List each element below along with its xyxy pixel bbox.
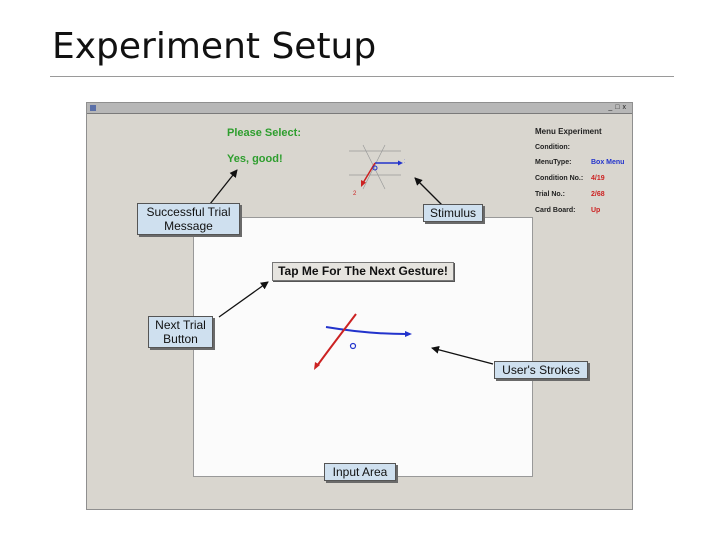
user-red-arrowhead xyxy=(314,362,320,370)
next-gesture-button[interactable]: Tap Me For The Next Gesture! xyxy=(272,262,454,281)
info-row-condition-no: Condition No.: 4/19 xyxy=(535,175,631,184)
info-key: Trial No.: xyxy=(535,191,565,198)
stimulus-guide-line xyxy=(362,144,386,190)
user-origin-dot xyxy=(349,342,357,350)
callout-successful-trial: Successful Trial Message xyxy=(137,203,240,235)
info-heading: Menu Experiment xyxy=(535,127,602,136)
callout-stimulus: Stimulus xyxy=(423,204,483,222)
stimulus-red-stroke xyxy=(362,162,376,184)
user-blue-arrowhead xyxy=(405,331,412,337)
arrow-to-next-button xyxy=(218,281,269,318)
window-titlebar: _□x xyxy=(87,103,632,114)
info-row-card-board: Card Board: Up xyxy=(535,207,631,216)
stimulus-figure: 1 2 xyxy=(349,144,405,197)
slide-title: Experiment Setup xyxy=(52,26,377,67)
info-value: Up xyxy=(591,207,601,214)
experiment-info-panel: Menu Experiment Condition: MenuType: Box… xyxy=(535,127,631,223)
title-divider xyxy=(50,76,674,77)
user-red-stroke xyxy=(316,313,357,367)
user-blue-stroke xyxy=(325,326,407,335)
condition-label: Condition: xyxy=(535,144,570,151)
info-row-menu-type: MenuType: Box Menu xyxy=(535,159,631,168)
callout-users-strokes: User's Strokes xyxy=(494,361,588,379)
info-value: 2/68 xyxy=(591,191,605,198)
app-window: _□x Please Select: Yes, good! 1 2 Menu E… xyxy=(86,102,633,510)
arrow-to-user-strokes xyxy=(431,345,494,365)
stimulus-red-arrowhead xyxy=(361,180,366,187)
arrow-to-success-message xyxy=(209,169,238,205)
info-value: 4/19 xyxy=(591,175,605,182)
callout-next-trial: Next Trial Button xyxy=(148,316,213,348)
minimize-icon[interactable]: _ xyxy=(608,104,616,111)
close-icon[interactable]: x xyxy=(622,104,629,111)
info-key: Condition No.: xyxy=(535,175,584,182)
maximize-icon[interactable]: □ xyxy=(615,104,623,111)
info-value: Box Menu xyxy=(591,159,625,166)
window-controls[interactable]: _□x xyxy=(608,103,629,113)
user-strokes xyxy=(314,313,412,370)
info-key: Card Board: xyxy=(535,207,576,214)
info-key: MenuType: xyxy=(535,159,572,166)
arrow-to-stimulus xyxy=(414,177,445,208)
stimulus-blue-arrowhead xyxy=(398,160,403,166)
please-select-label: Please Select: xyxy=(227,127,301,139)
callout-input-area: Input Area xyxy=(324,463,396,481)
stimulus-label-1: 1 xyxy=(404,159,405,165)
stimulus-label-2: 2 xyxy=(353,191,357,197)
info-row-trial-no: Trial No.: 2/68 xyxy=(535,191,631,200)
app-icon xyxy=(90,105,96,111)
stimulus-origin-dot xyxy=(372,165,378,171)
success-message: Yes, good! xyxy=(227,153,283,165)
